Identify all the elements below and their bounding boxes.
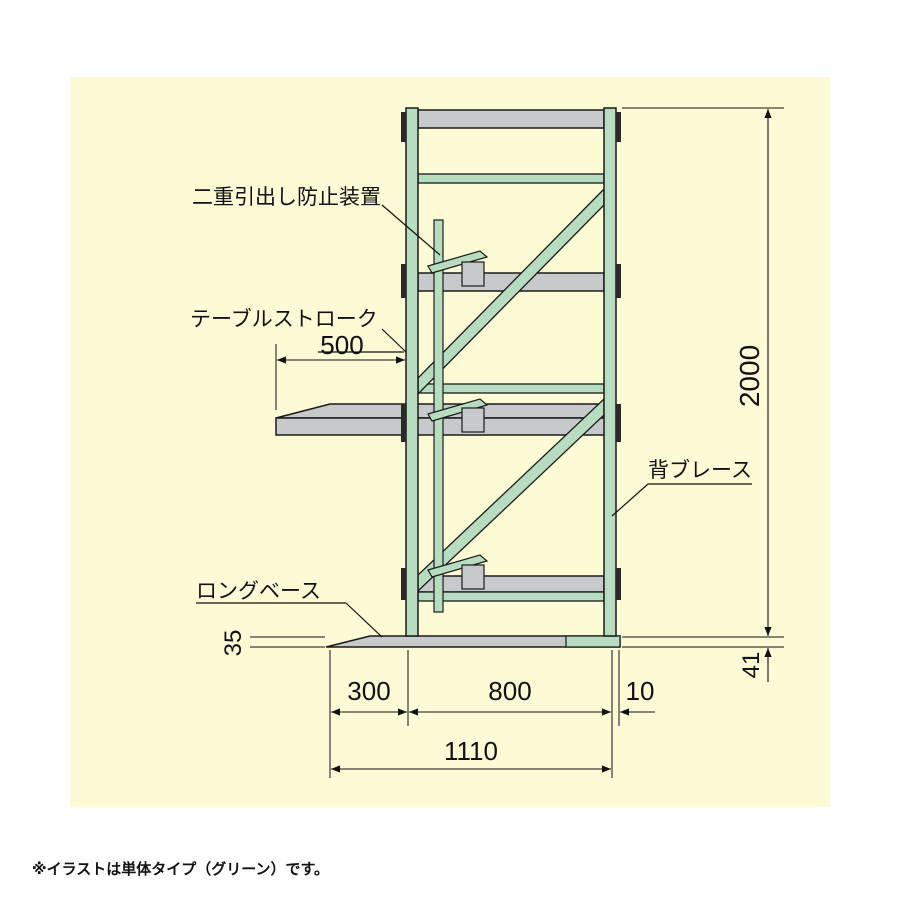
dim-depth: 800 bbox=[488, 676, 531, 706]
footnote: ※イラストは単体タイプ（グリーン）です。 bbox=[32, 860, 330, 878]
rear-upright bbox=[603, 107, 617, 637]
dim-rear: 10 bbox=[626, 676, 655, 706]
front-upright bbox=[405, 107, 419, 637]
dim-height: 2000 bbox=[734, 345, 765, 407]
stop-bracket-1 bbox=[427, 250, 489, 287]
frame-bar-bottom bbox=[417, 591, 605, 602]
pulled-out-table bbox=[275, 417, 613, 436]
dim-stroke: 500 bbox=[320, 330, 363, 360]
shelf-4 bbox=[417, 575, 605, 593]
base-foot bbox=[565, 635, 621, 648]
frame-bar-top bbox=[417, 173, 605, 184]
frame-bar-middle bbox=[417, 383, 605, 394]
stop-bracket-3 bbox=[427, 554, 489, 590]
dim-base-height: 35 bbox=[220, 630, 247, 657]
stop-bracket-2 bbox=[427, 398, 489, 433]
upright-brackets bbox=[401, 112, 621, 600]
label-long-base: ロングベース bbox=[196, 579, 321, 603]
dim-total: 1110 bbox=[444, 736, 498, 766]
background-panel bbox=[70, 77, 830, 807]
dim-foot: 41 bbox=[738, 652, 765, 679]
label-double-pull-stop: 二重引出し防止装置 bbox=[192, 185, 381, 209]
label-table-stroke: テーブルストローク bbox=[190, 307, 378, 331]
label-back-brace: 背ブレース bbox=[648, 458, 752, 482]
shelf-top bbox=[417, 109, 605, 129]
dim-front: 300 bbox=[347, 676, 390, 706]
